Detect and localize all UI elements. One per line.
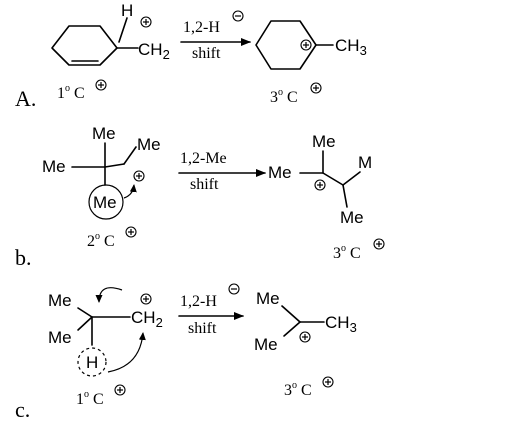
product-c-class-label: 3o C <box>284 380 312 399</box>
bond-lower-left <box>77 316 93 331</box>
bond-right <box>342 171 361 186</box>
reactant-a-plus-charge <box>140 16 152 28</box>
bond-upper <box>281 305 301 323</box>
reactant-c-hydrogen: H <box>86 353 98 372</box>
curved-arrow-c-top <box>95 287 123 303</box>
reactant-b-me-right: Me <box>137 135 161 154</box>
reactant-b-class-label: 2o C <box>87 231 115 250</box>
reactant-b-me-top: Me <box>92 124 116 143</box>
arrow-c-bottom-label: shift <box>188 320 217 337</box>
product-a-class-label: 3o C <box>270 87 298 106</box>
reaction-a: A. H CH2 1o C 1,2-H shift <box>15 1 367 111</box>
reactant-b-me-circled: Me <box>93 193 117 212</box>
reactant-a-hydrogen: H <box>121 1 133 20</box>
arrow-a-minus-charge <box>232 10 244 22</box>
arrow-c-minus-charge <box>228 283 240 295</box>
product-c-plus-charge <box>299 331 311 343</box>
product-c-ch3: CH3 <box>325 313 357 335</box>
reactant-c-me-bottom: Me <box>48 328 72 347</box>
product-b-me-bottom: Me <box>340 208 364 227</box>
reaction-label-b: b. <box>15 245 32 270</box>
curved-arrow-b <box>123 184 137 199</box>
product-c-class-plus <box>322 376 334 388</box>
reactant-a-ch2: CH2 <box>138 40 170 62</box>
bond-to-hydrogen <box>118 17 128 43</box>
reaction-label-c: c. <box>15 397 30 422</box>
bond-lower <box>283 321 301 337</box>
product-b-plus-charge <box>314 179 326 191</box>
migrating-hydrogen-circle <box>77 347 107 377</box>
bond-bottom <box>342 184 348 208</box>
reactant-c-me-top: Me <box>48 291 72 310</box>
arrow-a-bottom-label: shift <box>192 45 221 62</box>
product-b-me-left: Me <box>268 163 292 182</box>
reactant-b-class-plus <box>125 226 137 238</box>
reaction-label-a: A. <box>15 86 36 111</box>
product-a-ch3: CH3 <box>335 36 367 58</box>
product-b-m-right: M <box>358 153 372 172</box>
product-b-class-plus <box>373 238 385 250</box>
curved-arrow-c-bottom <box>107 332 146 373</box>
reactant-b-me-left: Me <box>42 157 66 176</box>
product-a-cyclohexane-ring <box>255 20 317 70</box>
product-a-class-plus <box>310 82 322 94</box>
product-b-me-top: Me <box>312 132 336 151</box>
bond-to-me-right <box>123 146 137 165</box>
reaction-c: c. Me Me CH2 H 1o C 1,2-H shift <box>15 283 357 422</box>
reaction-b: b. Me Me Me Me 2o C 1,2-Me shift Me Me M <box>15 124 385 270</box>
reactant-b-plus-charge <box>133 170 145 182</box>
reactant-a-class-plus <box>95 79 107 91</box>
reactant-c-ch2: CH2 <box>131 308 163 330</box>
migrating-methyl-circle <box>88 184 124 220</box>
reactant-c-class-plus <box>114 384 126 396</box>
product-c-me-top: Me <box>256 289 280 308</box>
bond-center <box>322 172 344 186</box>
reactant-c-class-label: 1o C <box>76 389 104 408</box>
bond-upper-left <box>77 307 93 318</box>
reactant-a-cyclohexane-ring <box>51 25 139 66</box>
bond-center-right <box>104 163 125 168</box>
arrow-b-bottom-label: shift <box>190 176 219 193</box>
arrow-c-top-label: 1,2-H <box>180 293 217 310</box>
arrow-a-top-label: 1,2-H <box>183 19 220 36</box>
reactant-c-plus-charge <box>140 293 152 305</box>
product-c-me-bottom: Me <box>254 335 278 354</box>
reactant-a-class-label: 1o C <box>57 83 85 102</box>
product-a-plus-charge <box>300 39 312 51</box>
product-b-class-label: 3o C <box>333 243 361 262</box>
arrow-b-top-label: 1,2-Me <box>180 150 227 167</box>
